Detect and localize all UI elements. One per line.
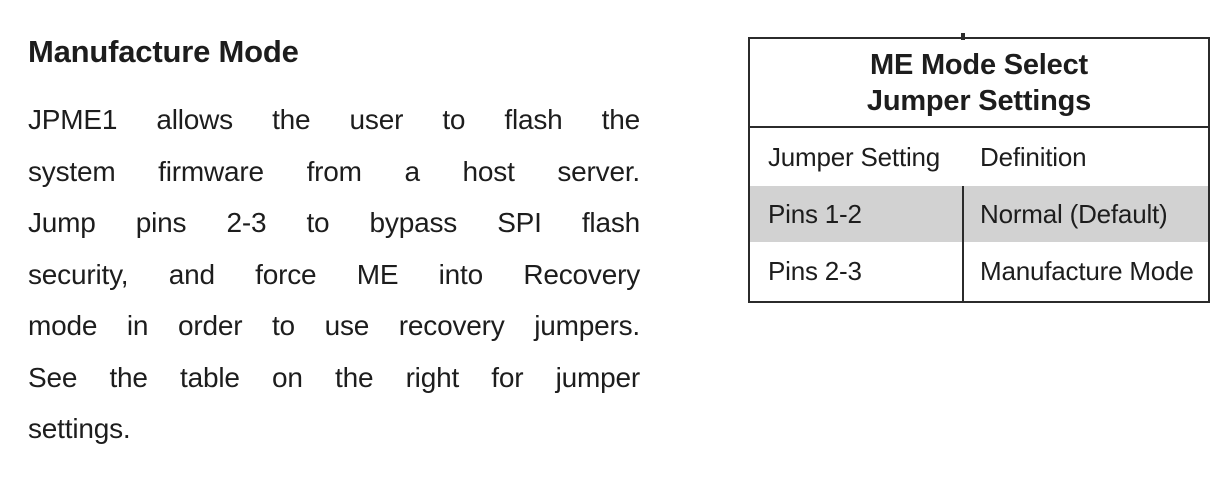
paragraph-line: settings. xyxy=(28,413,131,444)
paragraph-line: security, and force ME into Recovery xyxy=(28,258,640,290)
table-column-header-row: Jumper Setting Definition xyxy=(750,128,1208,186)
paragraph-line: system firmware from a host server. xyxy=(28,155,640,187)
paragraph-line: JPME1 allows the user to flash the xyxy=(28,104,640,135)
column-header-jumper-setting: Jumper Setting xyxy=(768,141,941,172)
paragraph-line: Jump pins 2-3 to bypass SPI flash xyxy=(28,207,640,238)
paragraph-line: See the table on the right for jumper xyxy=(28,361,640,393)
cell-definition: Manufacture Mode xyxy=(980,256,1194,286)
cell-jumper-setting: Pins 2-3 xyxy=(750,242,964,301)
table-title-line-1: ME Mode Select xyxy=(870,48,1088,81)
column-header-definition: Definition xyxy=(980,141,1087,172)
table-title-line-2: Jumper Settings xyxy=(866,84,1092,117)
cell-definition: Normal (Default) xyxy=(980,198,1168,229)
paragraph-line: mode in order to use recovery jumpers. xyxy=(28,310,640,341)
table-top-tick xyxy=(961,33,965,40)
body-paragraph: JPME1 allows the user to flash the syste… xyxy=(28,94,640,455)
table-title: ME Mode Select Jumper Settings xyxy=(750,39,1208,128)
me-mode-jumper-settings-table: ME Mode Select Jumper Settings Jumper Se… xyxy=(748,33,1210,303)
page-title: Manufacture Mode xyxy=(28,34,299,69)
table-row: Pins 2-3 Manufacture Mode xyxy=(750,242,1208,301)
cell-jumper-setting: Pins 1-2 xyxy=(750,186,964,242)
table-row: Pins 1-2 Normal (Default) xyxy=(750,186,1208,242)
